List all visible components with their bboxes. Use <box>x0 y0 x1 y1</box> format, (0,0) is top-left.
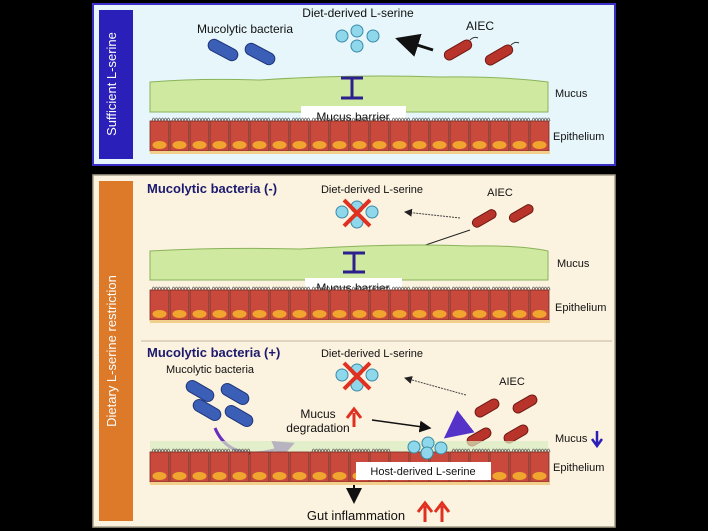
label-epithelium-3: Epithelium <box>553 462 604 474</box>
side-band-restriction <box>99 181 133 521</box>
title-mucolytic-minus: Mucolytic bacteria (-) <box>147 181 277 196</box>
double-red-up-arrow-icon <box>416 500 451 522</box>
side-label-sufficient: Sufficient L-serine <box>104 32 119 136</box>
label-mucus: Mucus <box>555 88 588 100</box>
label-epithelium: Epithelium <box>553 131 604 143</box>
side-band-sufficient <box>99 10 133 159</box>
label-mucus-2: Mucus <box>557 258 590 270</box>
mucus-down-arrow <box>590 431 604 449</box>
epithelium-layer-2 <box>149 286 551 323</box>
label-host-serine: Host-derived L-serine <box>370 466 475 478</box>
aiec-bacteria-icon <box>443 36 520 66</box>
aiec-bacteria-icon-3 <box>466 394 538 447</box>
mucus-layer-2 <box>149 244 549 281</box>
serine-beads-blocked-icon <box>335 198 379 229</box>
label-mucus-3: Mucus <box>555 433 588 445</box>
inhibit-icon-2 <box>343 251 365 274</box>
label-mucolytic-bacteria-2: Mucolytic bacteria <box>166 364 255 376</box>
weak-arrow-2 <box>404 376 467 396</box>
label-diet-serine-3: Diet-derived L-serine <box>321 348 423 360</box>
side-label-restriction: Dietary L-serine restriction <box>104 275 119 427</box>
mucus-layer-thin <box>150 441 548 452</box>
mucolytic-bacteria-icon-2 <box>185 380 254 427</box>
panel-serine-restriction: Dietary L-serine restriction Mucolytic b… <box>92 174 616 528</box>
label-diet-serine-2: Diet-derived L-serine <box>321 184 423 196</box>
red-up-arrow-degradation <box>345 406 363 427</box>
mucolytic-bacteria-icon <box>207 38 276 66</box>
host-serine-beads-icon <box>407 436 448 460</box>
epithelium-layer <box>149 117 551 154</box>
degradation-to-host-serine-arrow <box>371 419 432 433</box>
label-mucus-degradation-1: Mucus <box>300 407 335 421</box>
label-diet-serine: Diet-derived L-serine <box>302 6 414 20</box>
serine-beads-blocked-icon-2 <box>335 361 379 392</box>
serine-beads-icon <box>335 24 380 53</box>
inhibit-icon <box>341 76 363 100</box>
weak-arrow-1 <box>404 208 461 219</box>
label-aiec: AIEC <box>466 19 494 33</box>
aiec-consumes-arrow <box>395 33 434 57</box>
aiec-bacteria-icon-2 <box>471 204 534 228</box>
label-gut-inflammation: Gut inflammation <box>307 508 405 523</box>
title-mucolytic-plus: Mucolytic bacteria (+) <box>147 345 280 360</box>
aiec-uptake-arrow <box>443 410 475 439</box>
label-aiec-2: AIEC <box>487 187 513 199</box>
label-aiec-3: AIEC <box>499 376 525 388</box>
label-mucolytic-bacteria: Mucolytic bacteria <box>197 22 293 36</box>
label-epithelium-2: Epithelium <box>555 302 606 314</box>
panel-sufficient-serine: Sufficient L-serine Mucolytic bacteria D… <box>92 3 616 166</box>
mucus-layer <box>149 75 549 113</box>
label-mucus-degradation-2: degradation <box>286 421 349 435</box>
